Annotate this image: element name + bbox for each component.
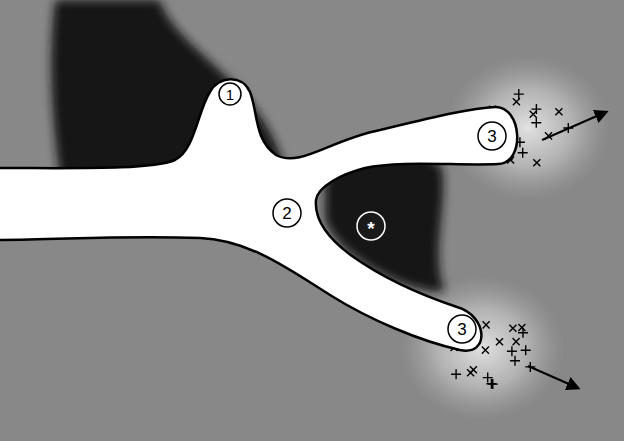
signal-mark: [451, 369, 461, 379]
callout-circle: [478, 122, 506, 150]
signal-mark: [506, 321, 520, 335]
signal-mark: [507, 346, 517, 356]
callout-circle: [448, 315, 476, 343]
signal-mark: [530, 156, 544, 170]
epithelial-tube: [0, 79, 517, 350]
signal-mark: [514, 89, 524, 99]
callout-number: 3: [457, 321, 466, 338]
signal-mark: [526, 107, 540, 121]
signal-mark: [531, 118, 541, 128]
growth-arrow: [528, 366, 578, 388]
callout-number: *: [367, 219, 374, 238]
signal-mark: [509, 335, 523, 349]
signal-mark: [552, 105, 566, 119]
signal-mark: [492, 335, 506, 349]
signal-mark: [531, 104, 541, 114]
growth-arrow: [542, 112, 606, 140]
signal-mark: [518, 148, 528, 158]
callout-circle: [219, 83, 241, 105]
signal-mark: [521, 345, 531, 355]
signal-mark: [466, 363, 480, 377]
callout-number: 1: [226, 87, 234, 102]
signal-mark: [478, 343, 492, 357]
callout-circle: [357, 212, 385, 240]
signal-mark: [509, 95, 523, 109]
signal-mark: [510, 356, 520, 366]
callout-circle: [273, 199, 301, 227]
callout-number: 3: [487, 128, 496, 145]
signal-mark: [518, 328, 528, 338]
callout-number: 2: [282, 205, 291, 222]
signal-mark: [486, 379, 496, 389]
